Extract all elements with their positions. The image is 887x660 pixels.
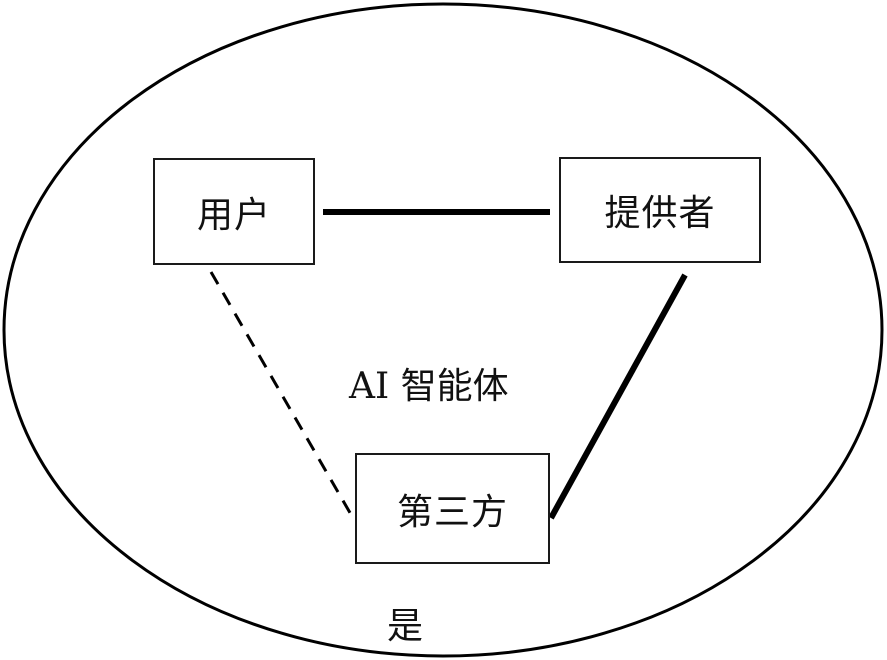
- node-third-party-label: 第三方: [396, 491, 508, 533]
- edge-user-third-party: [209, 271, 355, 519]
- node-third-party: 第三方: [355, 453, 550, 564]
- ai-agent-label: AI 智能体: [349, 366, 509, 407]
- node-provider-label: 提供者: [604, 193, 716, 234]
- node-provider: 提供者: [559, 157, 761, 263]
- bottom-label: 是: [387, 606, 424, 647]
- node-user-label: 用户: [196, 194, 271, 236]
- node-user: 用户: [153, 158, 315, 265]
- edge-provider-third-party: [548, 273, 688, 520]
